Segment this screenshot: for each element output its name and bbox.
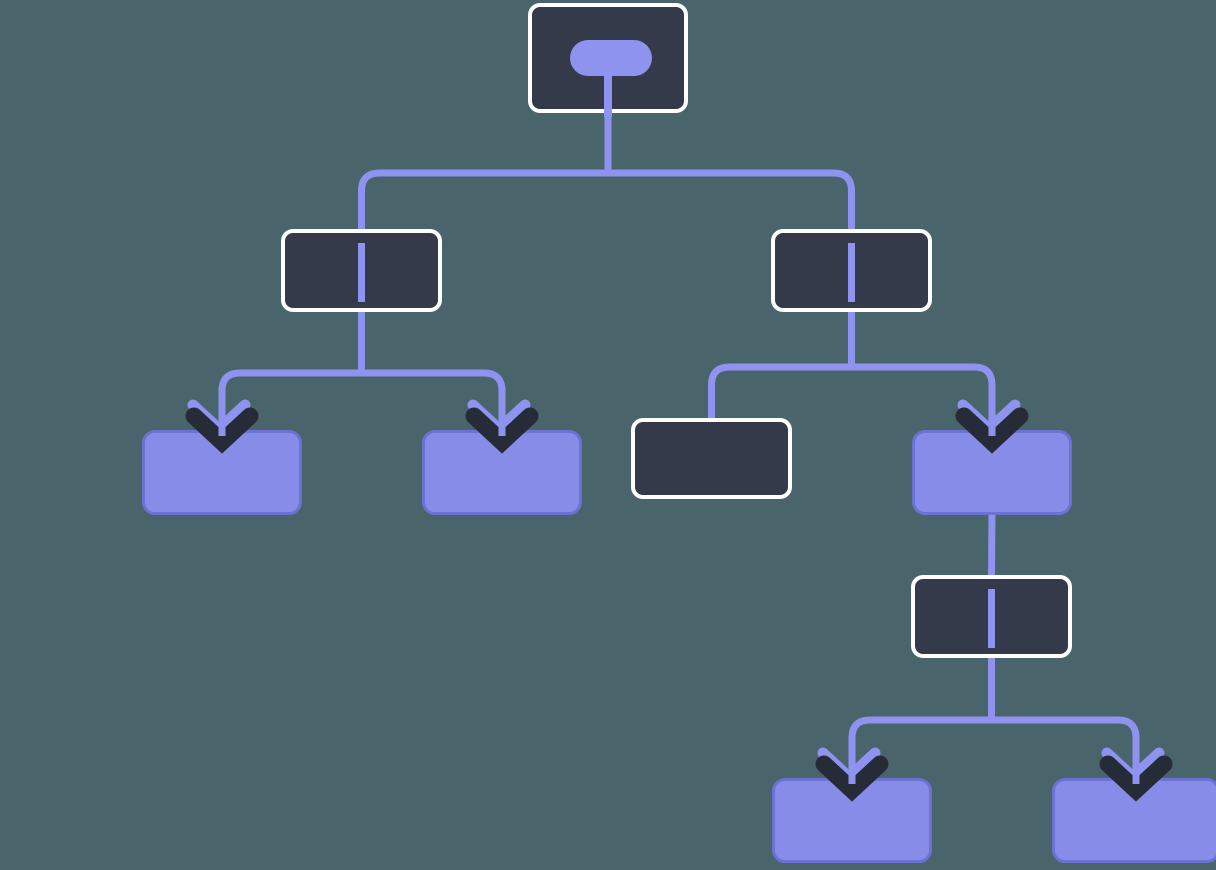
sub-branch-node[interactable] (911, 575, 1072, 658)
node-through-line (988, 589, 995, 648)
terminal-dark-node[interactable] (631, 418, 792, 499)
node-through-line (848, 243, 855, 302)
node-through-line (358, 243, 365, 302)
left-branch-node[interactable] (281, 229, 442, 312)
leaf-node-1[interactable] (142, 430, 302, 515)
root-stem-glyph (604, 73, 612, 117)
root-pill-glyph (570, 40, 652, 76)
leaf-node-2[interactable] (422, 430, 582, 515)
branch-leaf-node[interactable] (912, 430, 1072, 515)
root-node[interactable] (528, 3, 688, 117)
right-branch-node[interactable] (771, 229, 932, 312)
leaf-node-4[interactable] (1052, 778, 1216, 863)
leaf-node-3[interactable] (772, 778, 932, 863)
